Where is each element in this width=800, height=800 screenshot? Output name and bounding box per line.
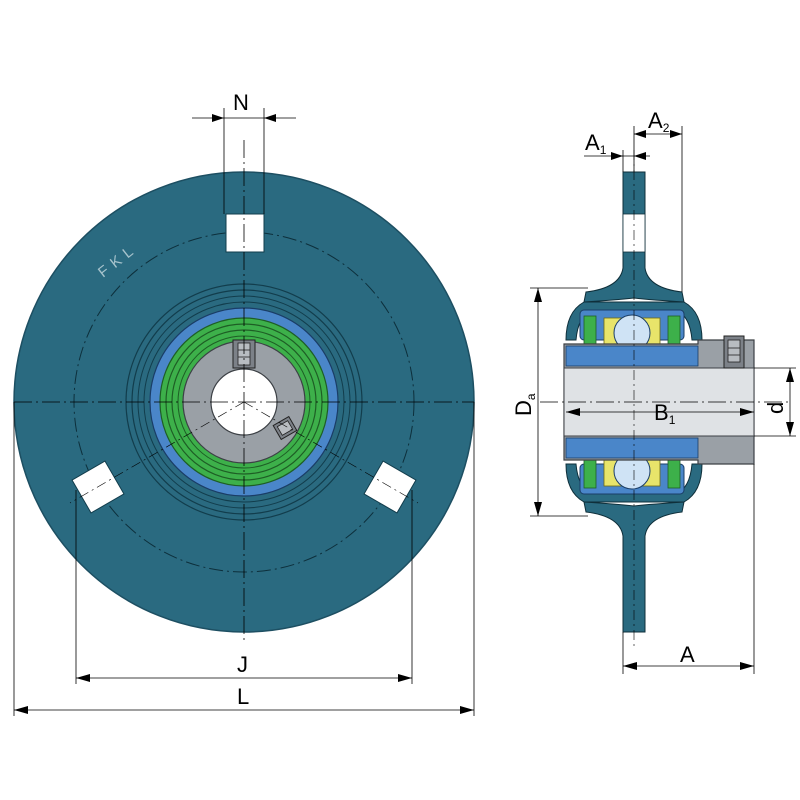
dim-d: d (754, 367, 796, 437)
label-L: L (237, 684, 249, 709)
bolt-slot-top (225, 213, 265, 253)
label-d: d (763, 402, 788, 414)
collar-set-screw (723, 335, 745, 369)
label-Da: Da (511, 393, 538, 416)
dim-A2: A2 (633, 108, 683, 292)
label-A1: A1 (585, 130, 607, 157)
dim-Da: Da (511, 287, 588, 517)
dim-L: L (13, 402, 475, 716)
dim-A: A (622, 464, 755, 674)
slot-radial-right (243, 401, 419, 504)
label-A: A (680, 642, 695, 667)
label-B1: B1 (654, 400, 676, 427)
dim-J: J (75, 490, 413, 684)
inner-race-lower (565, 437, 699, 459)
label-N: N (233, 90, 249, 115)
dim-N: N (192, 90, 296, 214)
set-screw-side (272, 415, 298, 441)
dim-A1: A1 (584, 130, 650, 172)
slot-radial-left (69, 401, 245, 504)
front-view: FKL N J L (13, 90, 475, 716)
dim-B1: B1 (566, 400, 754, 427)
side-section-view: A1 A2 Da d (511, 108, 796, 674)
label-J: J (237, 652, 248, 677)
inner-race-upper (565, 345, 699, 367)
label-A2: A2 (648, 108, 670, 135)
